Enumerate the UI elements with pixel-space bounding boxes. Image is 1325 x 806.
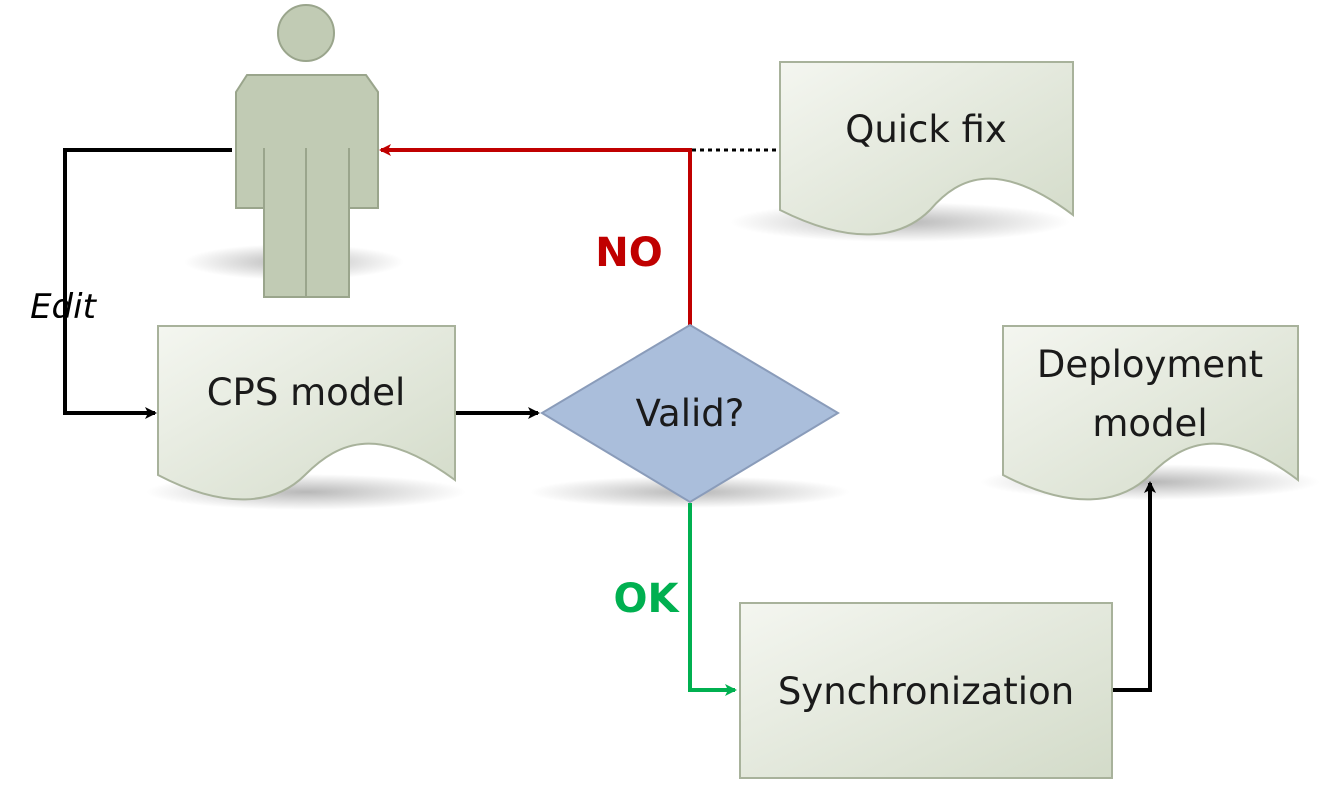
person-icon bbox=[235, 4, 379, 298]
deployment-model-label-line2: model bbox=[1092, 402, 1207, 445]
cps-model-label: CPS model bbox=[207, 371, 406, 414]
no-edge-label: NO bbox=[595, 230, 662, 276]
edit-edge bbox=[63, 148, 232, 419]
sync-to-deploy-edge bbox=[1112, 481, 1156, 692]
edit-edge-label: Edit bbox=[30, 287, 98, 327]
quick-fix-label: Quick fix bbox=[845, 108, 1007, 151]
quick-fix-node: Quick fix bbox=[779, 61, 1074, 236]
no-edge bbox=[379, 144, 692, 325]
cps-model-node: CPS model bbox=[157, 325, 456, 501]
edges bbox=[63, 144, 1156, 696]
ok-edge-label: OK bbox=[614, 576, 681, 622]
ok-edge bbox=[688, 503, 737, 696]
synchronization-label: Synchronization bbox=[778, 670, 1074, 713]
valid-label: Valid? bbox=[636, 392, 745, 435]
valid-decision-node: Valid? bbox=[540, 323, 840, 504]
synchronization-node: Synchronization bbox=[739, 602, 1113, 779]
deployment-model-node: Deployment model bbox=[1002, 325, 1299, 501]
deployment-model-label-line1: Deployment bbox=[1037, 343, 1263, 386]
